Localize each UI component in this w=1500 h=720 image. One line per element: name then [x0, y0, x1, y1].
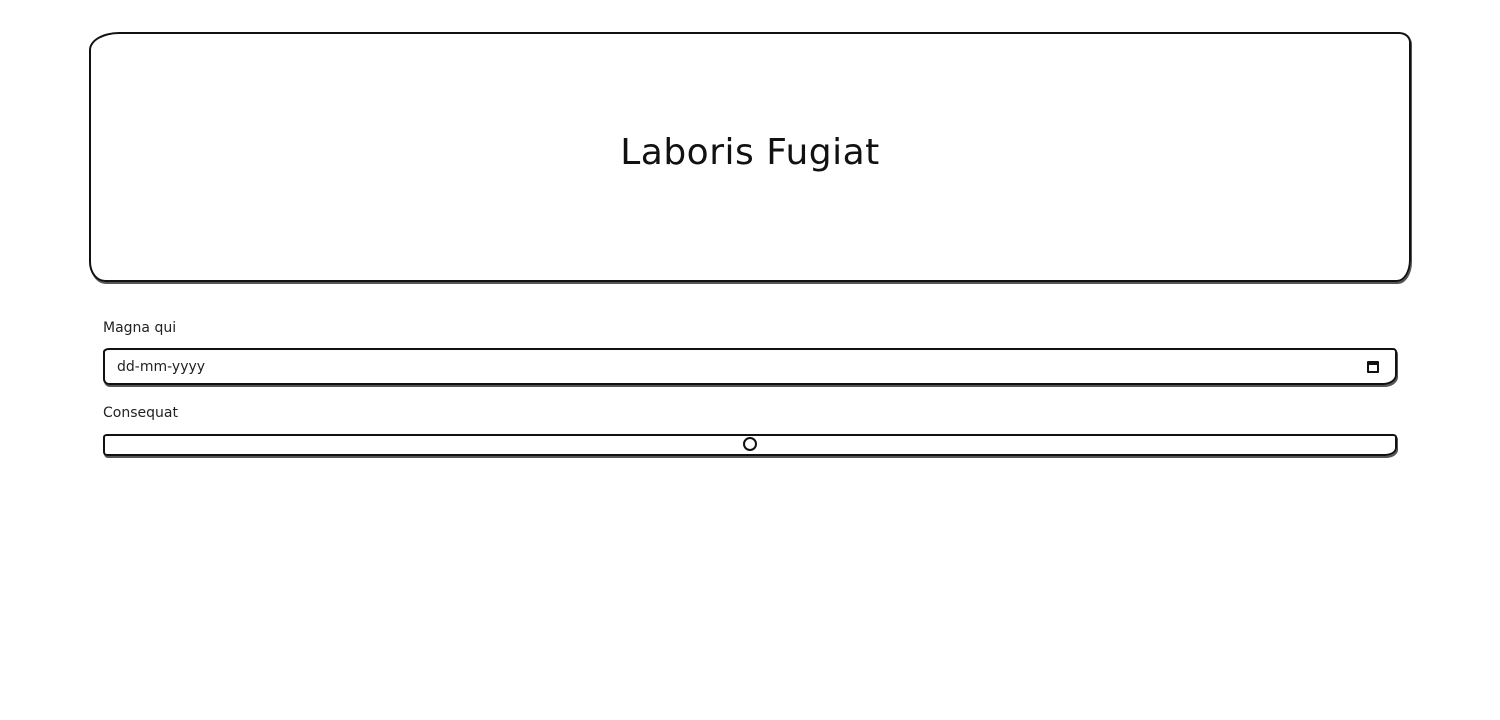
date-input[interactable]: dd-mm-yyyy [103, 348, 1397, 385]
calendar-icon[interactable] [1367, 360, 1379, 373]
date-input-placeholder: dd-mm-yyyy [117, 358, 206, 375]
page-title: Laboris Fugiat [620, 131, 880, 173]
range-slider[interactable] [103, 434, 1397, 456]
range-field-label: Consequat [103, 405, 178, 421]
date-field-label: Magna qui [103, 320, 177, 336]
range-slider-thumb[interactable] [743, 437, 757, 451]
header-banner: Laboris Fugiat [89, 32, 1411, 282]
